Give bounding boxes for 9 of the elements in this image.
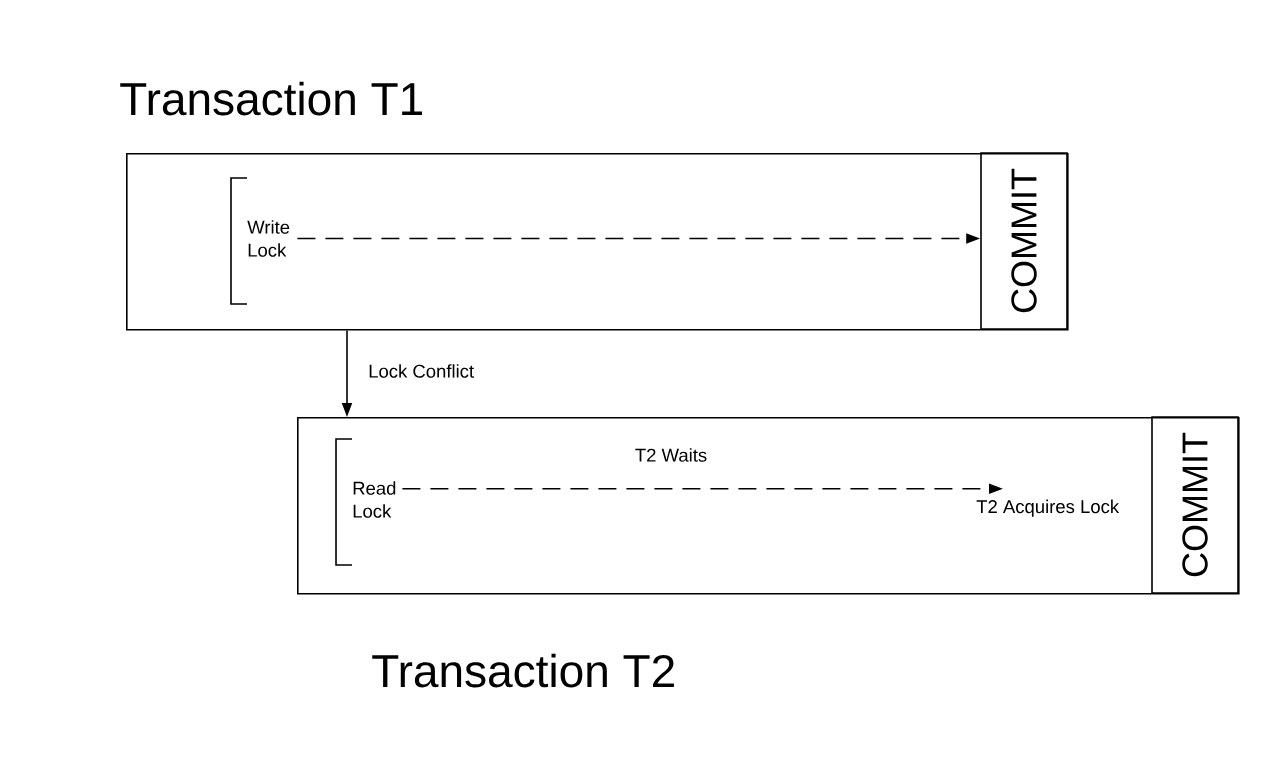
commit-cell: COMMIT <box>980 152 1068 330</box>
node-label: Read Lock <box>353 481 396 518</box>
commit-cell: COMMIT <box>1151 416 1239 594</box>
node-label: T2 Acquires Lock <box>976 499 1120 517</box>
edge-label: Lock Conflict <box>366 362 477 380</box>
edge-label: T2 Waits <box>632 446 710 464</box>
node-label: Write Lock <box>247 220 290 257</box>
heading: Transaction T1 <box>120 81 422 116</box>
heading: Transaction T2 <box>372 653 674 688</box>
